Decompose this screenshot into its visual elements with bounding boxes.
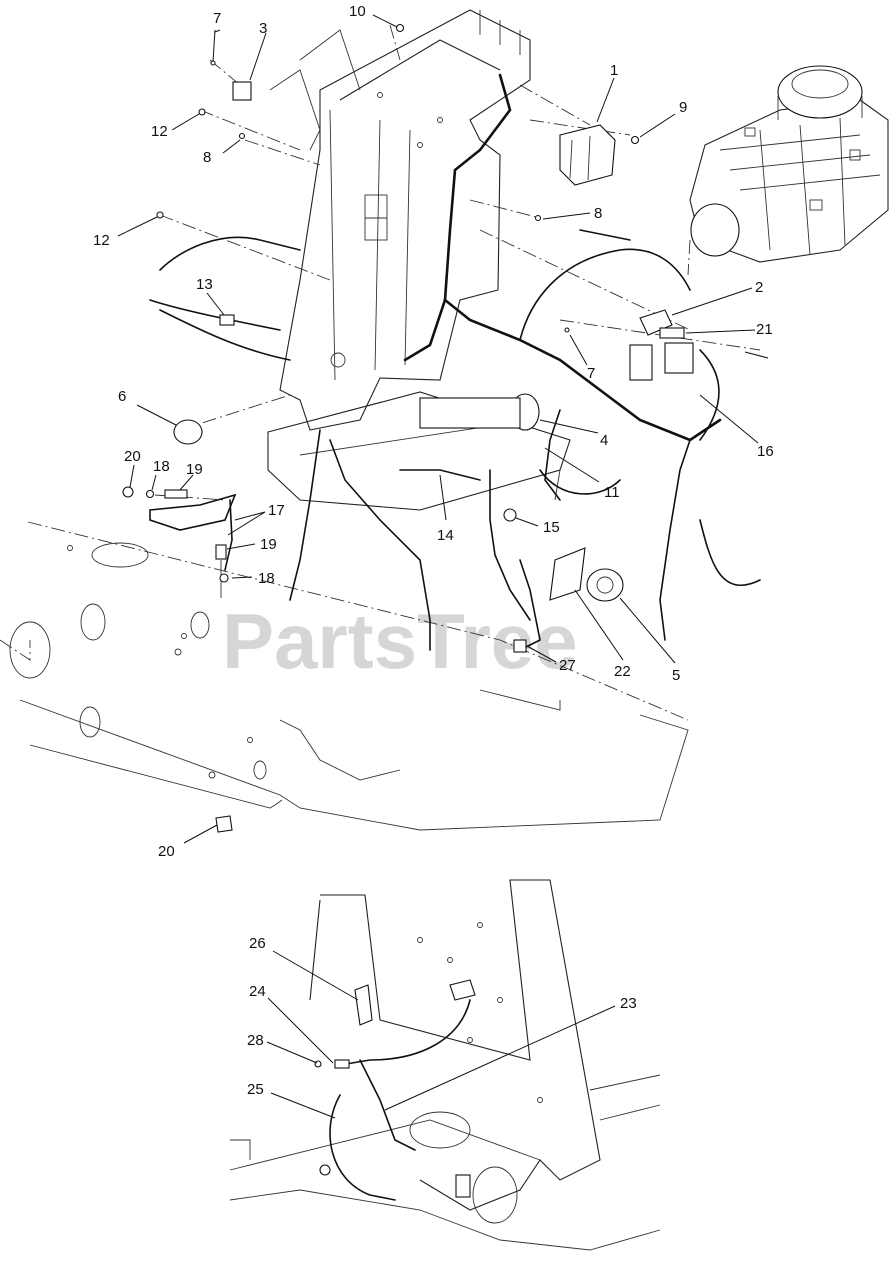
callout-13: 13 bbox=[196, 276, 213, 293]
callout-24: 24 bbox=[249, 983, 266, 1000]
callout-9: 9 bbox=[679, 99, 687, 116]
callout-20b: 20 bbox=[158, 843, 175, 860]
callout-18a: 18 bbox=[153, 458, 170, 475]
engine bbox=[689, 65, 889, 263]
callout-12a: 12 bbox=[151, 123, 168, 140]
callout-labels: 1 2 3 4 5 6 7 7 8 8 9 10 11 12 12 13 14 … bbox=[93, 3, 774, 1098]
callout-27: 27 bbox=[559, 657, 576, 674]
frame-tower bbox=[269, 9, 531, 431]
callout-15: 15 bbox=[543, 519, 560, 536]
callout-3: 3 bbox=[259, 20, 267, 37]
callout-16: 16 bbox=[757, 443, 774, 460]
callout-2: 2 bbox=[755, 279, 763, 296]
callout-19b: 19 bbox=[260, 536, 277, 553]
callout-8b: 8 bbox=[594, 205, 602, 222]
callout-4: 4 bbox=[600, 432, 608, 449]
callout-7a: 7 bbox=[213, 10, 221, 27]
wire-harness bbox=[149, 73, 761, 651]
callout-11: 11 bbox=[604, 484, 620, 501]
callout-1: 1 bbox=[610, 62, 618, 79]
callout-25: 25 bbox=[247, 1081, 264, 1098]
callout-5: 5 bbox=[672, 667, 680, 684]
callout-17: 17 bbox=[268, 502, 285, 519]
callout-20a: 20 bbox=[124, 448, 141, 465]
callout-10: 10 bbox=[349, 3, 366, 20]
callout-26: 26 bbox=[249, 935, 266, 952]
callout-14: 14 bbox=[437, 527, 454, 544]
callout-21: 21 bbox=[756, 321, 773, 338]
callout-19a: 19 bbox=[186, 461, 203, 478]
callout-6: 6 bbox=[118, 388, 126, 405]
callout-23: 23 bbox=[620, 995, 637, 1012]
callout-leaders bbox=[117, 14, 759, 1119]
callout-7b: 7 bbox=[587, 365, 595, 382]
callout-8a: 8 bbox=[203, 149, 211, 166]
callout-28: 28 bbox=[247, 1032, 264, 1049]
callout-12b: 12 bbox=[93, 232, 110, 249]
inset-ground-detail bbox=[229, 879, 661, 1251]
callout-18b: 18 bbox=[258, 570, 275, 587]
lower-frame-rail bbox=[0, 521, 689, 831]
callout-22: 22 bbox=[614, 663, 631, 680]
components bbox=[122, 23, 769, 833]
